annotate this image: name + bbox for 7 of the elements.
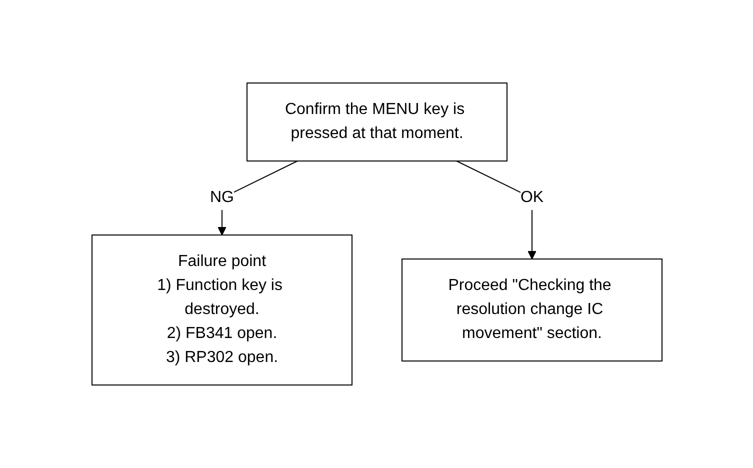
node-box: Confirm the MENU key is pressed at that moment. [246,82,507,162]
arrow [456,160,536,260]
edge-label: OK [520,189,544,206]
node-box: Failure point 1) Function key is destroyed. 2) FB341 open. 3) RP302 open. [91,234,352,386]
edge-label: NG [210,189,234,206]
node-box: Proceed "Checking the resolution change IC movement" section. [401,258,662,362]
arrow [217,160,298,236]
